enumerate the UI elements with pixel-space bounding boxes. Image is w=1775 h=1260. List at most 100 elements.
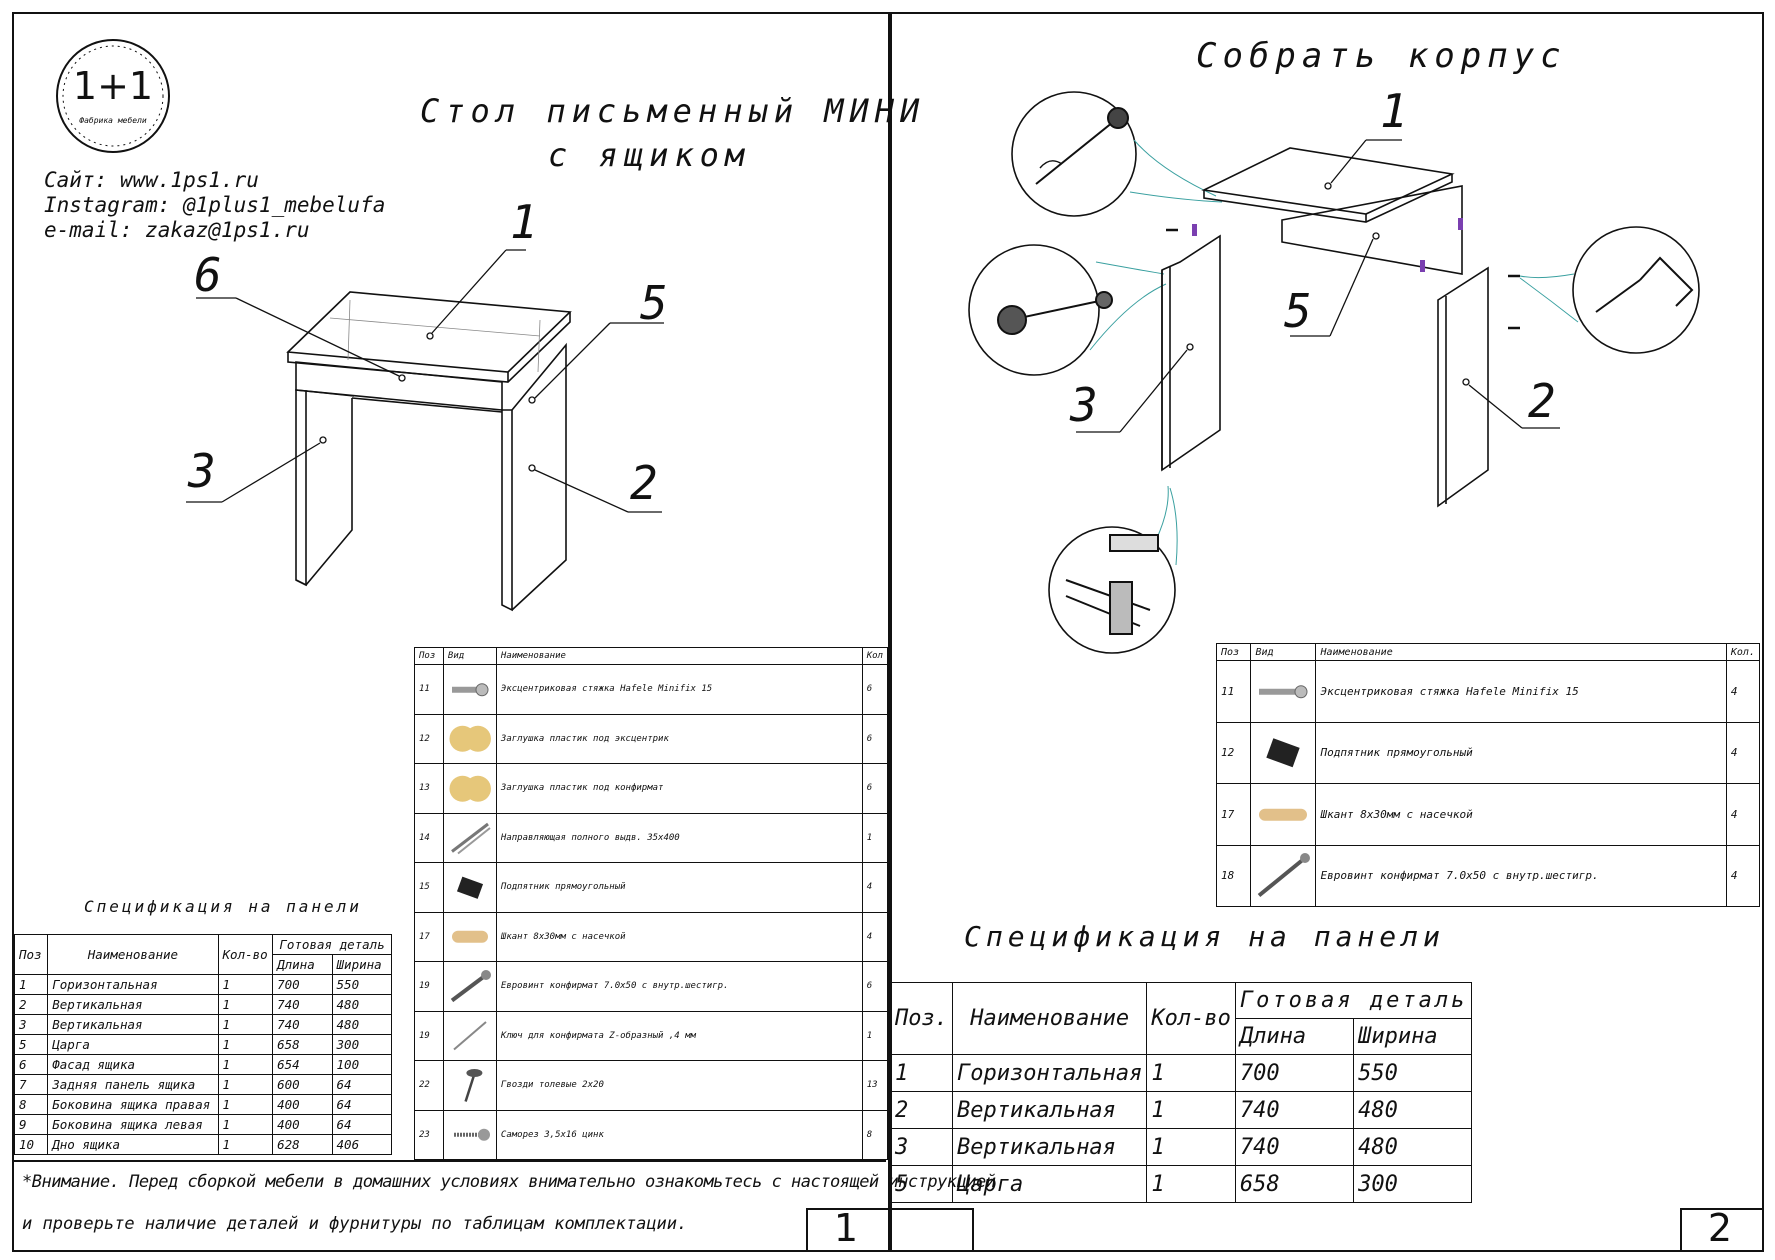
hw-view bbox=[442, 911, 497, 962]
spec-right-head-width: Ширина bbox=[1353, 1018, 1473, 1055]
desk-assembly-drawing bbox=[186, 249, 664, 612]
hw-qty: 6 bbox=[861, 961, 889, 1012]
hw-view bbox=[442, 664, 497, 715]
spec-qty: 1 bbox=[1146, 1128, 1236, 1166]
hex-key-icon bbox=[453, 1021, 487, 1051]
instagram-link[interactable]: Instagram: @1plus1_mebelufa bbox=[44, 193, 386, 217]
site-link[interactable]: Сайт: www.1ps1.ru bbox=[44, 168, 259, 192]
spec-width: 406 bbox=[331, 1134, 393, 1155]
hw-head-view: Вид bbox=[442, 647, 497, 665]
hw-pos: 18 bbox=[1215, 844, 1252, 907]
hw-qty: 1 bbox=[861, 1010, 889, 1061]
spec-pos: 2 bbox=[890, 1091, 953, 1129]
logo-text: 1+1 bbox=[72, 64, 154, 108]
spec-table-right: Поз. Наименование Кол-во Готовая деталь … bbox=[890, 982, 1473, 1203]
spec-length: 658 bbox=[272, 1034, 333, 1055]
spec-qty: 1 bbox=[1146, 1091, 1236, 1129]
spec-length: 740 bbox=[272, 1014, 333, 1035]
spec-left-head-ready: Готовая деталь bbox=[272, 934, 392, 955]
spec-name: Вертикальная bbox=[47, 994, 219, 1015]
spec-table-left: Поз Наименование Кол-во Готовая деталь Д… bbox=[13, 934, 393, 1155]
callout-6: 6 bbox=[194, 248, 222, 302]
spec-qty: 1 bbox=[217, 1074, 274, 1095]
hw-name: Евровинт конфирмат 7.0х50 с внутр.шестиг… bbox=[495, 961, 863, 1012]
hw-pos: 17 bbox=[1215, 783, 1252, 846]
spec-name: Вертикальная bbox=[951, 1091, 1148, 1129]
spec-length: 700 bbox=[1234, 1054, 1355, 1092]
spec-qty: 1 bbox=[1146, 1165, 1236, 1203]
logo-subtitle: Фабрика мебели bbox=[79, 116, 147, 125]
hw-name: Ключ для конфирмата Z-образный ,4 мм bbox=[495, 1010, 863, 1061]
spec-left-head-width: Ширина bbox=[331, 954, 393, 975]
hw-qty: 1 bbox=[861, 812, 889, 863]
spec-length: 400 bbox=[272, 1114, 333, 1135]
hw-qty: 4 bbox=[861, 911, 889, 962]
spec-pos: 6 bbox=[13, 1054, 49, 1075]
spec-pos: 9 bbox=[13, 1114, 49, 1135]
spec-pos: 7 bbox=[13, 1074, 49, 1095]
product-title-line1: Стол письменный МИНИ bbox=[420, 92, 926, 130]
hw-name: Гвозди толевые 2х20 bbox=[495, 1060, 863, 1111]
hw-pos: 17 bbox=[414, 911, 444, 962]
email-link[interactable]: e-mail: zakaz@1ps1.ru bbox=[44, 218, 310, 242]
hw-r-head-name: Наименование bbox=[1315, 643, 1727, 661]
hw-pos: 11 bbox=[414, 664, 444, 715]
spec-left-head-name: Наименование bbox=[47, 934, 219, 975]
hw-pos: 13 bbox=[414, 763, 444, 814]
spec-length: 740 bbox=[1234, 1128, 1355, 1166]
hw-name: Заглушка пластик под конфирмат bbox=[495, 763, 863, 814]
sheet-2-frame bbox=[888, 12, 1764, 1252]
hw-view bbox=[442, 1010, 497, 1061]
spec-name: Боковина ящика правая bbox=[47, 1094, 219, 1115]
callout-3: 3 bbox=[188, 444, 216, 498]
spec-width: 480 bbox=[331, 994, 393, 1015]
hw-view bbox=[1250, 660, 1317, 723]
confirmat-icon bbox=[1258, 853, 1311, 898]
hw-qty: 6 bbox=[861, 763, 889, 814]
hw-name: Шкант 8х30мм с насечкой bbox=[495, 911, 863, 962]
hw-pos: 12 bbox=[414, 713, 444, 764]
page-number-box-2 bbox=[1680, 1208, 1764, 1252]
spec-width: 64 bbox=[331, 1094, 393, 1115]
spec-pos: 3 bbox=[13, 1014, 49, 1035]
dowel-icon bbox=[451, 930, 488, 943]
spec-name: Царга bbox=[951, 1165, 1148, 1203]
callout-2: 2 bbox=[630, 456, 658, 510]
hw-view bbox=[442, 812, 497, 863]
hw-head-qty: Кол bbox=[861, 647, 889, 665]
spec-length: 658 bbox=[1234, 1165, 1355, 1203]
hw-pos: 14 bbox=[414, 812, 444, 863]
hw-name: Евровинт конфирмат 7.0х50 с внутр.шестиг… bbox=[1315, 844, 1727, 907]
hw-name: Саморез 3,5х16 цинк bbox=[495, 1109, 863, 1160]
spec-width: 480 bbox=[1353, 1128, 1473, 1166]
notice-box bbox=[14, 1160, 886, 1248]
spec-pos: 10 bbox=[13, 1134, 49, 1155]
hw-qty: 6 bbox=[861, 664, 889, 715]
spec-qty: 1 bbox=[217, 1094, 274, 1115]
spec-width: 480 bbox=[331, 1014, 393, 1035]
dowel-icon bbox=[1259, 808, 1308, 821]
hw-name: Подпятник прямоугольный bbox=[495, 862, 863, 913]
spec-length: 740 bbox=[272, 994, 333, 1015]
hw-pos: 19 bbox=[414, 1010, 444, 1061]
spec-width: 64 bbox=[331, 1114, 393, 1135]
hw-qty: 4 bbox=[1725, 660, 1761, 723]
spec-qty: 1 bbox=[217, 974, 274, 995]
spec-left-head-qty: Кол-во bbox=[217, 934, 274, 975]
hw-qty: 8 bbox=[861, 1109, 889, 1160]
spec-qty: 1 bbox=[217, 1114, 274, 1135]
spec-width: 64 bbox=[331, 1074, 393, 1095]
hw-name: Подпятник прямоугольный bbox=[1315, 721, 1727, 784]
right-callout-1: 1 bbox=[1380, 84, 1408, 138]
callout-5: 5 bbox=[640, 276, 668, 330]
page-number-1: 1 bbox=[833, 1206, 859, 1250]
spec-name: Вертикальная bbox=[47, 1014, 219, 1035]
